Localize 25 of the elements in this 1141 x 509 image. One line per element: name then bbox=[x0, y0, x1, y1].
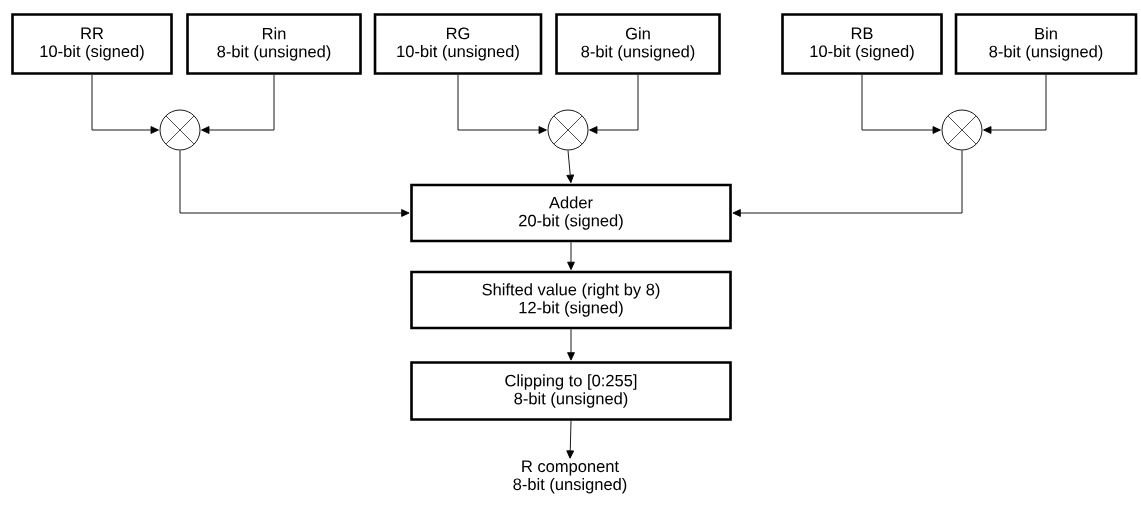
arrow bbox=[732, 150, 963, 217]
arrow bbox=[91, 74, 159, 134]
arrow bbox=[566, 420, 575, 459]
arrow bbox=[567, 241, 575, 271]
process-box: Bin 8-bit (unsigned) bbox=[954, 13, 1138, 75]
multiplier-symbol bbox=[941, 109, 983, 151]
arrow bbox=[179, 150, 410, 217]
arrow bbox=[861, 74, 941, 134]
process-box: Shifted value (right by 8) 12-bit (signed) bbox=[410, 270, 732, 330]
arrow bbox=[589, 74, 639, 134]
arrow bbox=[983, 74, 1047, 134]
process-box: Adder 20-bit (signed) bbox=[410, 183, 732, 243]
process-box: RR 10-bit (signed) bbox=[11, 13, 173, 75]
output-label: R component 8-bit (unsigned) bbox=[513, 460, 627, 494]
process-box: Clipping to [0:255] 8-bit (unsigned) bbox=[410, 361, 732, 421]
process-box: Gin 8-bit (unsigned) bbox=[555, 13, 721, 75]
arrow bbox=[457, 74, 547, 134]
multiplier-symbol bbox=[159, 109, 201, 151]
arrow bbox=[567, 328, 575, 361]
process-box: Rin 8-bit (unsigned) bbox=[186, 13, 362, 75]
multiplier-symbol bbox=[547, 109, 589, 151]
arrow bbox=[566, 150, 575, 184]
process-box: RG 10-bit (unsigned) bbox=[373, 13, 543, 75]
arrow bbox=[201, 74, 275, 134]
process-box: RB 10-bit (signed) bbox=[781, 13, 943, 75]
